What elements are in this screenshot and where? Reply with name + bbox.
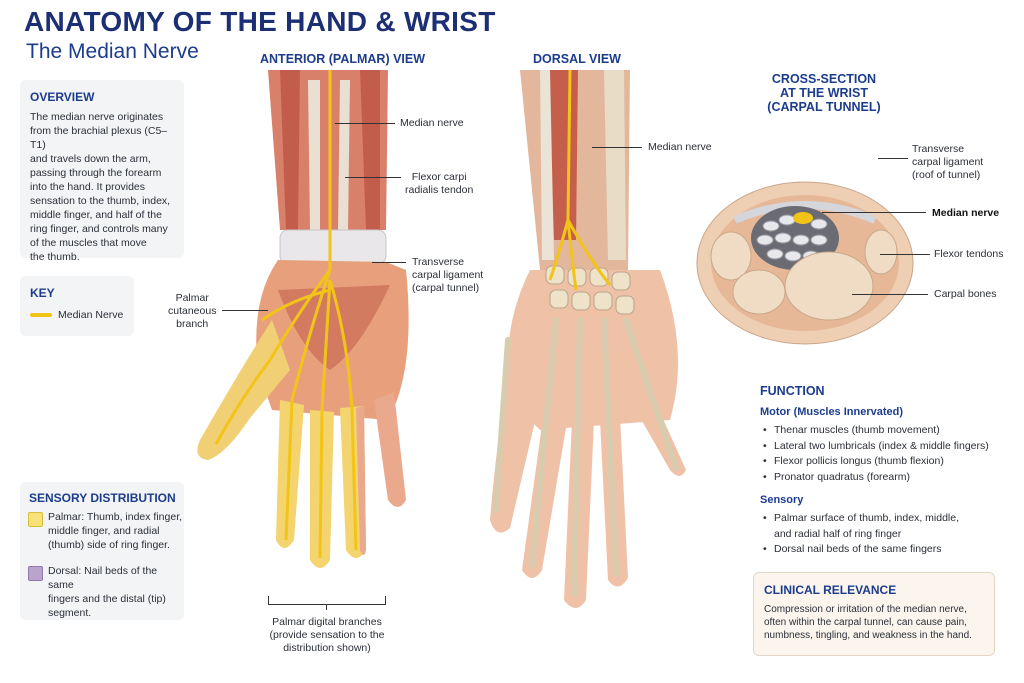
list-item: Flexor pollicis longus (thumb flexion) <box>763 454 1024 470</box>
list-item: Lateral two lumbricals (index & middle f… <box>763 439 1024 455</box>
sensory-panel: SENSORY DISTRIBUTION Palmar: Thumb, inde… <box>20 482 184 620</box>
anterior-median-nerve-label: Median nerve <box>400 117 464 129</box>
sensory-heading: SENSORY DISTRIBUTION <box>29 491 176 505</box>
anterior-carpal-ligament <box>279 229 387 265</box>
sensory-palmar-text: Palmar: Thumb, index finger,middle finge… <box>48 511 183 551</box>
key-nerve-line-icon <box>30 313 52 317</box>
list-item: Thenar muscles (thumb movement) <box>763 423 1024 439</box>
cross-flexor-tendons-label: Flexor tendons <box>934 248 1004 260</box>
function-heading: FUNCTION <box>760 384 825 398</box>
leader-cross-tcl <box>878 158 908 159</box>
motor-list: Thenar muscles (thumb movement) Lateral … <box>762 423 1024 485</box>
dorsal-thumb <box>490 320 540 533</box>
clinical-heading: CLINICAL RELEVANCE <box>764 583 897 597</box>
dorsal-median-nerve-label: Median nerve <box>648 141 712 153</box>
anterior-median-nerve <box>214 70 358 559</box>
clinical-panel: CLINICAL RELEVANCE Compression or irrita… <box>753 572 995 656</box>
cross-carpal-ligament <box>733 201 877 224</box>
motor-heading: Motor (Muscles Innervated) <box>760 406 904 418</box>
leader-anterior-tcl <box>372 262 406 263</box>
leader-cross-carpal <box>852 294 928 295</box>
cross-median-nerve-label: Median nerve <box>932 207 1000 219</box>
digital-bracket <box>268 596 386 605</box>
list-item: Dorsal nail beds of the same fingers <box>763 542 1024 558</box>
dorsal-hand-illustration <box>490 70 686 608</box>
sensory-function-heading: Sensory <box>760 494 804 506</box>
leader-anterior-fcr <box>345 177 401 178</box>
dorsal-swatch-icon <box>28 566 43 581</box>
key-item-label: Median Nerve <box>58 309 124 321</box>
page-title: ANATOMY OF THE HAND & WRIST <box>24 6 496 37</box>
leader-dorsal-median <box>592 147 642 148</box>
key-panel: KEY Median Nerve <box>20 276 134 336</box>
leader-cross-median <box>822 212 926 213</box>
leader-palmar-cutaneous <box>222 310 268 311</box>
key-heading: KEY <box>30 286 55 300</box>
list-item: Pronator quadratus (forearm) <box>763 470 1024 486</box>
dorsal-middle-finger <box>564 420 594 608</box>
clinical-text: Compression or irritation of the median … <box>764 604 972 641</box>
anterior-thumb <box>197 320 290 460</box>
anterior-little-finger <box>374 392 406 507</box>
cross-carpal-bones-label: Carpal bones <box>934 288 997 300</box>
page-subtitle: The Median Nerve <box>26 40 199 63</box>
overview-heading: OVERVIEW <box>30 90 95 104</box>
leader-anterior-median <box>335 123 395 124</box>
dorsal-view-heading: DORSAL VIEW <box>533 52 621 66</box>
anterior-hand-illustration <box>197 70 409 568</box>
cross-section-illustration <box>696 181 914 345</box>
dorsal-median-nerve <box>548 70 612 291</box>
palmar-swatch-icon <box>28 512 43 527</box>
anterior-view-heading: ANTERIOR (PALMAR) VIEW <box>260 52 426 66</box>
sensory-function-list: Palmar surface of thumb, index, middle,a… <box>762 511 1024 558</box>
leader-cross-flexor <box>880 254 930 255</box>
digital-branches-label: Palmar digital branches(provide sensatio… <box>269 616 385 654</box>
list-item: Palmar surface of thumb, index, middle,a… <box>763 511 1024 542</box>
cross-median-nerve <box>793 212 813 224</box>
